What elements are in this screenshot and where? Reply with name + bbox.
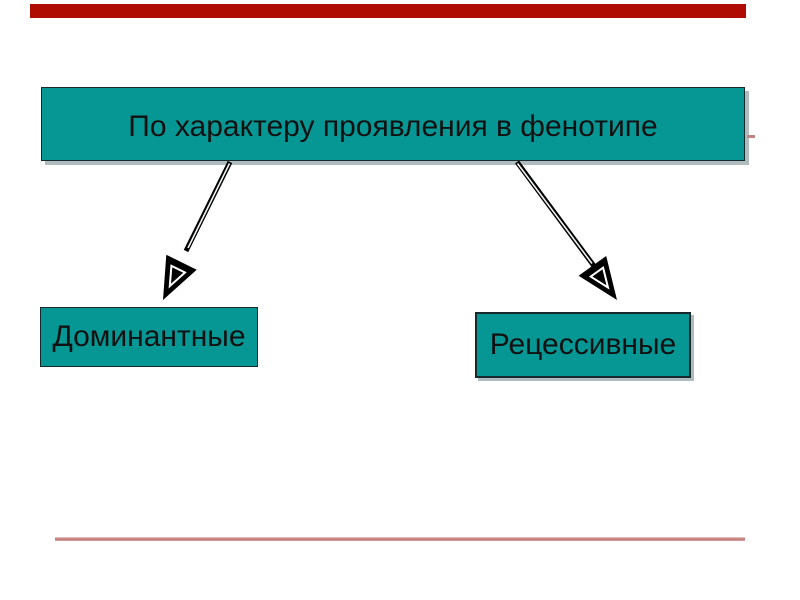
title-node: По характеру проявления в фенотипе	[41, 87, 745, 161]
node-recessive-label: Рецессивные	[489, 328, 677, 361]
title-node-label: По характеру проявления в фенотипе	[128, 110, 658, 143]
arrow-down-right-icon	[514, 160, 617, 300]
top-accent-bar	[30, 4, 746, 18]
node-dominant-label: Доминантные	[52, 320, 246, 353]
node-recessive: Рецессивные	[475, 312, 691, 378]
arrow-down-left-icon	[163, 160, 233, 300]
red-accent-tick	[747, 135, 755, 138]
node-dominant: Доминантные	[40, 307, 258, 367]
bottom-rule	[55, 537, 745, 541]
